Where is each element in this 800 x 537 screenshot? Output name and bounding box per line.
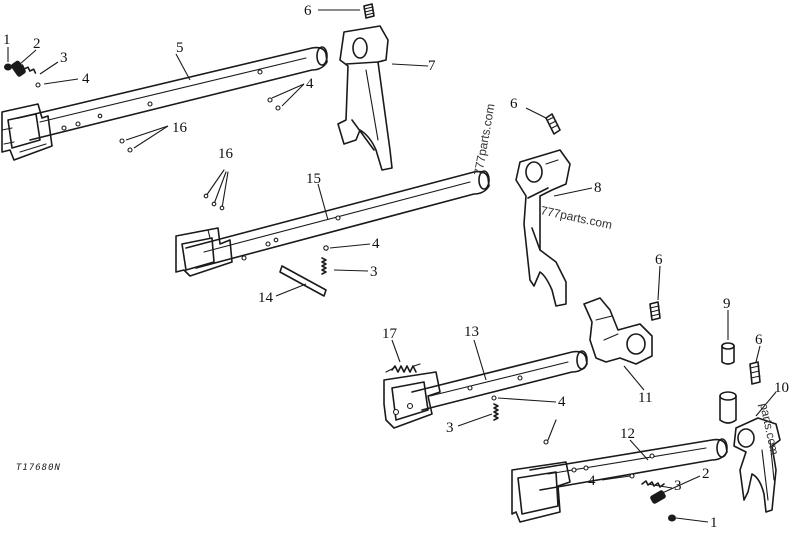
callout-17: 17 — [382, 326, 398, 342]
callout-4-bottom: 4 — [588, 473, 596, 489]
rail-end-bracket-12 — [511, 461, 577, 523]
rail-end-bracket-13 — [383, 371, 441, 429]
callout-1-top: 1 — [3, 32, 11, 48]
callout-3-bottom: 3 — [674, 478, 682, 494]
callout-13: 13 — [464, 324, 479, 340]
watermark-2: 777parts.com — [539, 203, 613, 232]
callout-9: 9 — [723, 296, 731, 312]
setscrew-6-top — [363, 3, 375, 19]
callout-5: 5 — [176, 40, 184, 56]
spring-3-lower — [493, 403, 499, 421]
detent-spring-17 — [385, 363, 421, 373]
callout-2-top: 2 — [33, 36, 41, 52]
shift-fork-7 — [337, 25, 393, 171]
callout-1-bottom: 1 — [710, 515, 718, 531]
setscrew-6-bottom — [749, 361, 761, 385]
callout-4-middle: 4 — [372, 236, 380, 252]
shift-rail-13 — [411, 350, 588, 411]
callout-15: 15 — [306, 171, 321, 187]
shift-fork-8 — [515, 149, 571, 307]
pin-9 — [719, 342, 737, 424]
callout-11: 11 — [638, 390, 652, 406]
callout-6-bottom: 6 — [755, 332, 763, 348]
callout-6-top: 6 — [304, 3, 312, 19]
callout-6-middle: 6 — [510, 96, 518, 112]
leader-lines — [7, 9, 777, 523]
callout-3-middle: 3 — [370, 264, 378, 280]
pin-14 — [279, 265, 327, 297]
rail-end-bracket-5 — [1, 103, 81, 161]
shift-fork-10 — [733, 417, 781, 513]
callout-10: 10 — [774, 380, 789, 396]
pins-16-middle — [203, 169, 229, 211]
callout-8: 8 — [594, 180, 602, 196]
spring-3-middle — [321, 257, 327, 275]
callout-16-top: 16 — [172, 120, 188, 136]
shift-rail-5 — [17, 46, 328, 141]
callout-7: 7 — [428, 58, 436, 74]
callout-4-lower: 4 — [558, 394, 566, 410]
callout-3-lower: 3 — [446, 420, 454, 436]
balls-4-lower — [491, 395, 557, 445]
watermark-1: 777parts.com — [471, 102, 497, 176]
setscrew-6-middle — [545, 113, 561, 135]
callout-labels: 1 2 3 4 5 6 7 4 16 6 8 16 15 4 3 14 6 9 … — [3, 3, 789, 531]
shift-fork-11 — [583, 297, 653, 365]
shift-rail-15 — [185, 170, 490, 269]
rail-end-bracket-15 — [175, 227, 247, 277]
balls-4-top — [267, 97, 281, 111]
pins-16-top — [119, 138, 133, 153]
shift-rail-12 — [529, 438, 728, 491]
small-parts-top-left — [4, 60, 41, 88]
callout-2-bottom: 2 — [702, 466, 710, 482]
callout-12: 12 — [620, 426, 635, 442]
callout-3-top: 3 — [60, 50, 68, 66]
small-parts-bottom — [629, 473, 676, 522]
callout-14: 14 — [258, 290, 274, 306]
setscrew-6-right — [649, 301, 661, 321]
callout-4-top-left: 4 — [82, 71, 90, 87]
callout-4-top-right: 4 — [306, 76, 314, 92]
figure-code: T17680N — [16, 463, 61, 473]
callout-6-right: 6 — [655, 252, 663, 268]
callout-16-middle: 16 — [218, 146, 234, 162]
ball-4-middle — [323, 245, 329, 251]
